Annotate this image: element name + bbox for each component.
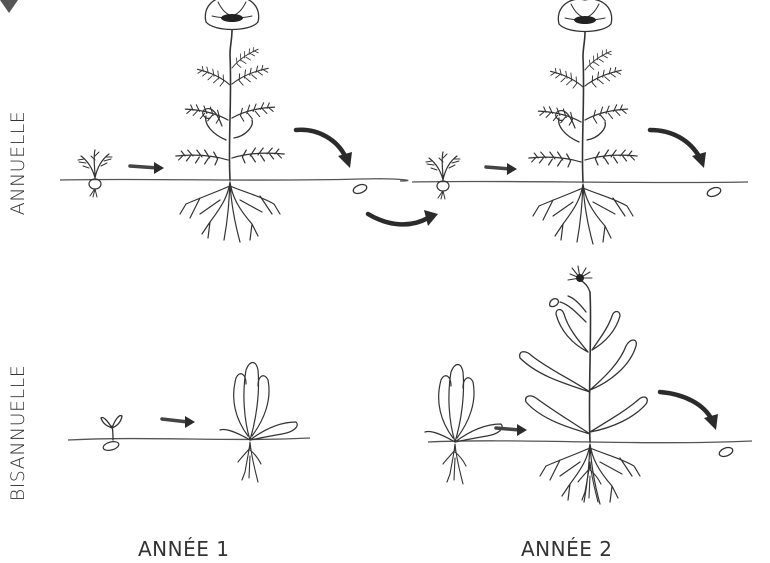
biennial-rosette-year1 — [220, 363, 297, 483]
annual-plant-1 — [176, 0, 284, 242]
annual-row-graphics — [60, 0, 748, 244]
annual-growth-arrow-2 — [486, 163, 517, 175]
biennial-seed — [718, 446, 734, 458]
annual-seed-drop-arrow-2 — [650, 130, 706, 168]
biennial-rosette-year2 — [425, 365, 502, 485]
biennial-flowering-plant — [520, 266, 648, 504]
biennial-sprout — [101, 416, 122, 452]
annual-seed-drop-arrow-1 — [296, 130, 352, 168]
annual-seedling-2 — [426, 152, 460, 199]
annual-seed-2 — [706, 186, 722, 198]
annual-next-generation-arrow — [368, 210, 438, 226]
annual-seed-1 — [352, 183, 368, 195]
biennial-seed-drop-arrow — [660, 392, 718, 430]
annual-growth-arrow-1 — [130, 162, 164, 174]
biennial-row-graphics — [68, 266, 752, 504]
annual-seedling-1 — [78, 150, 112, 197]
biennial-growth-arrow-1 — [162, 416, 195, 428]
annual-plant-2 — [529, 0, 637, 244]
biennial-growth-arrow-2 — [496, 424, 527, 436]
